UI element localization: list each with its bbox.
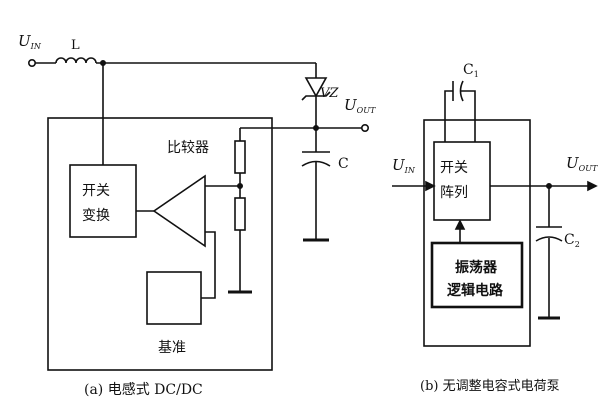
right-diagram <box>392 80 598 347</box>
output-arrow <box>587 180 598 192</box>
reference-label: 基准 <box>158 339 186 356</box>
right-vin-label: UIN <box>392 156 416 175</box>
c1-label: C1 <box>463 62 479 79</box>
left-caption: (a) 电感式 DC/DC <box>84 381 203 398</box>
switch-array-line1: 开关 <box>440 160 468 176</box>
left-vout-label: UOUT <box>344 96 376 115</box>
inductor-label: L <box>71 38 80 53</box>
left-diagram <box>27 57 369 371</box>
reference-block <box>146 271 202 325</box>
switch-array-line2: 阵列 <box>440 185 468 201</box>
oscillator-line1: 振荡器 <box>455 259 498 276</box>
inductor-L <box>55 57 97 64</box>
right-vout-label: UOUT <box>566 154 598 173</box>
comparator-label: 比较器 <box>167 140 209 156</box>
right-ic-box <box>423 119 531 347</box>
zener-diode-VZ <box>304 77 328 98</box>
left-input-terminal <box>27 58 36 67</box>
control-arrow <box>454 219 466 230</box>
oscillator-logic-block <box>430 241 524 309</box>
resistor-lower <box>234 197 246 231</box>
oscillator-line2: 逻辑电路 <box>447 282 504 299</box>
left-vin-label: UIN <box>18 32 42 51</box>
comparator-amp <box>152 174 206 248</box>
c2-label: C2 <box>564 232 580 249</box>
switch-converter-block <box>69 164 137 238</box>
cap-label: C <box>338 156 349 172</box>
left-output-terminal <box>360 124 369 133</box>
switch-array-block <box>433 141 491 221</box>
right-caption: (b) 无调整电容式电荷泵 <box>420 378 560 394</box>
zener-label: VZ <box>320 86 339 101</box>
switch-label-line2: 变换 <box>82 207 110 224</box>
resistor-upper <box>234 140 246 174</box>
switch-label-line1: 开关 <box>82 183 110 199</box>
left-ic-box <box>47 117 273 371</box>
input-arrow <box>425 180 436 192</box>
